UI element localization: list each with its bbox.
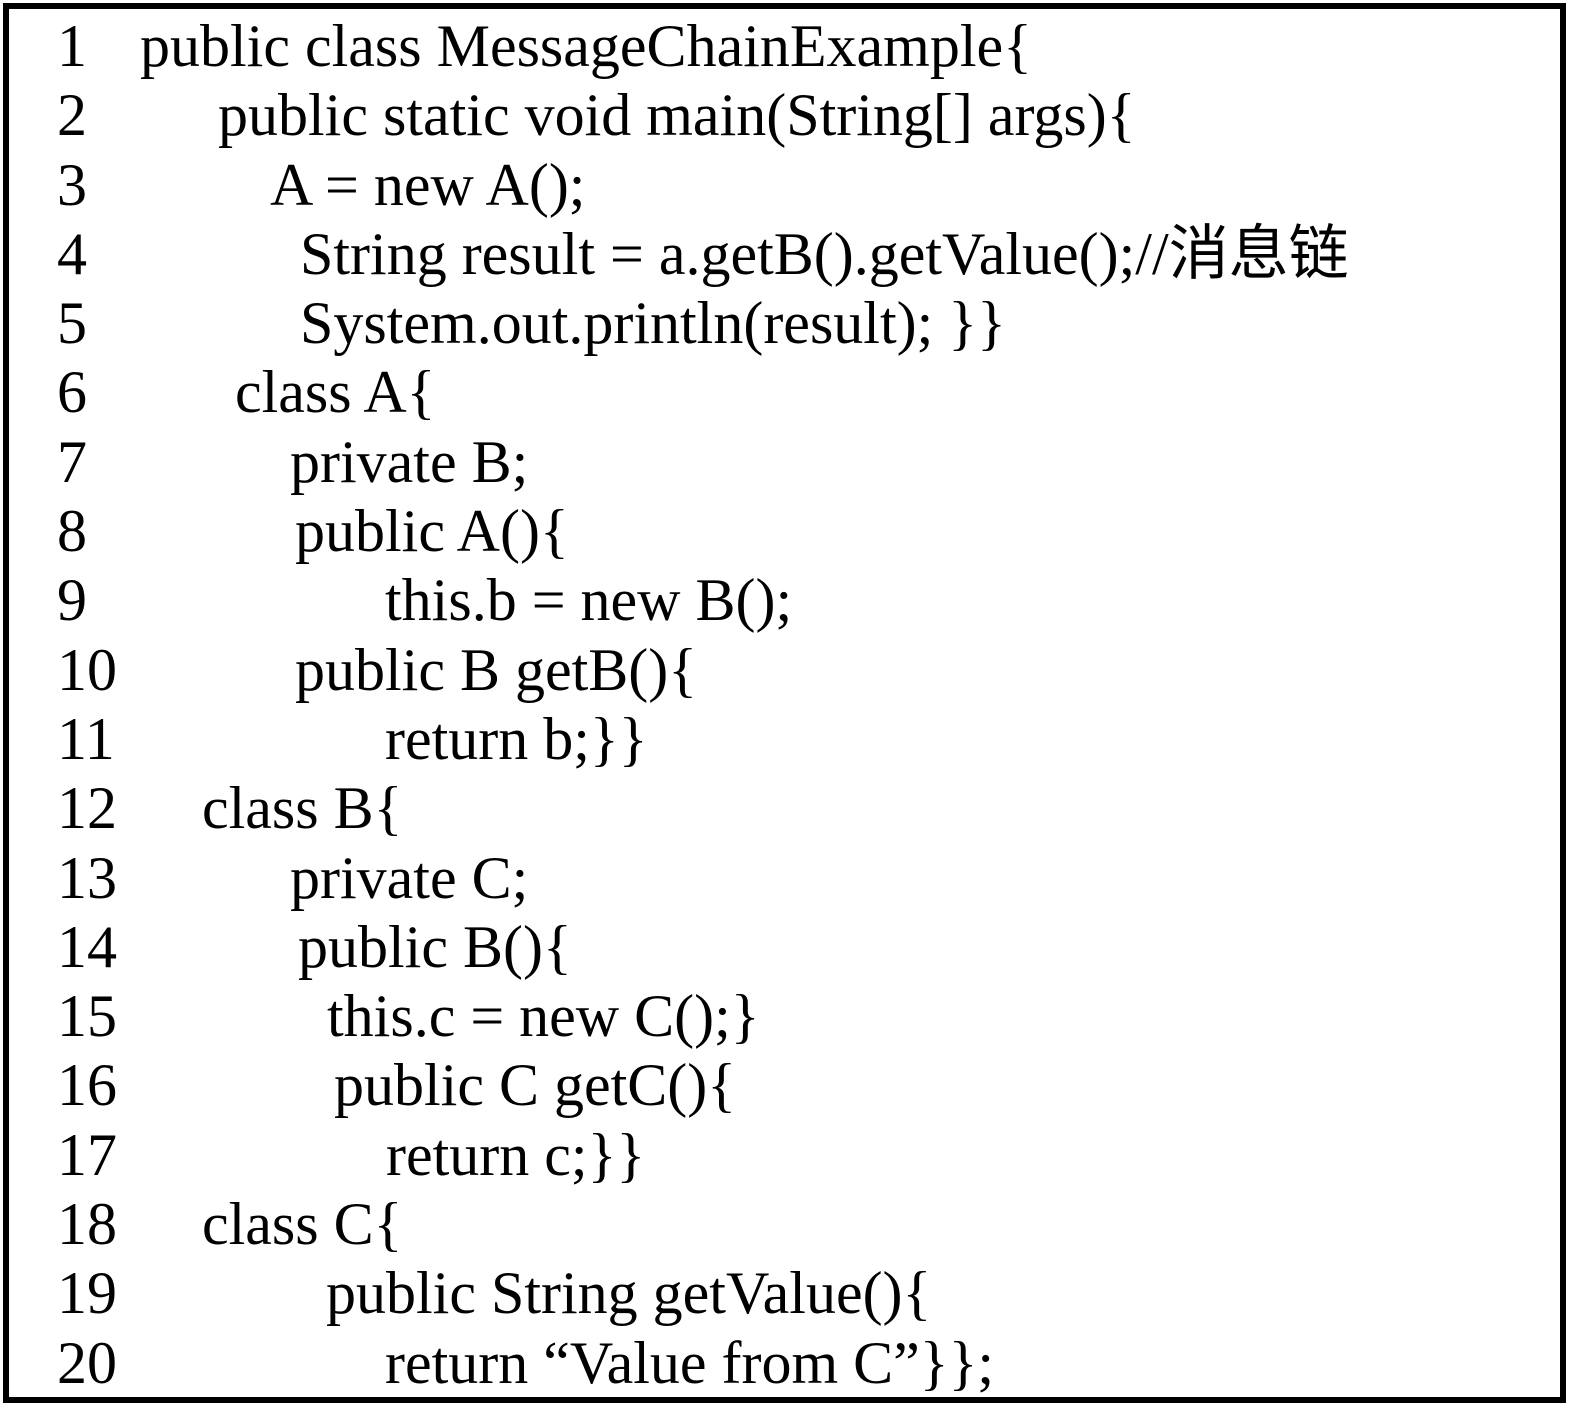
line-number: 13	[57, 844, 117, 911]
line-number: 12	[57, 775, 117, 842]
line-number: 17	[57, 1121, 117, 1188]
line-number: 14	[57, 913, 117, 980]
line-number: 8	[57, 498, 87, 565]
line-text: public A(){	[295, 498, 569, 565]
line-text: class C{	[202, 1191, 403, 1258]
code-line: 4 String result = a.getB().getValue();//消…	[9, 220, 1560, 289]
line-number: 9	[57, 567, 87, 634]
line-text: public C getC(){	[334, 1052, 737, 1119]
code-listing: 1 public class MessageChainExample{ 2 publi…	[9, 12, 1560, 1397]
line-text: class A{	[235, 359, 436, 426]
line-number: 16	[57, 1052, 117, 1119]
line-text: this.b = new B();	[385, 567, 793, 634]
line-number: 19	[57, 1260, 117, 1327]
code-line: 3 A = new A();	[9, 151, 1560, 220]
code-line: 16 public C getC(){	[9, 1051, 1560, 1120]
line-number: 2	[57, 82, 87, 149]
code-line: 2 public static void main(String[] args){	[9, 81, 1560, 150]
code-line: 9 this.b = new B();	[9, 566, 1560, 635]
line-text: public B(){	[298, 913, 572, 980]
code-line: 8 public A(){	[9, 497, 1560, 566]
line-number: 18	[57, 1191, 117, 1258]
line-number: 3	[57, 151, 87, 218]
line-text: public String getValue(){	[326, 1260, 932, 1327]
code-line: 6 class A{	[9, 358, 1560, 427]
line-text: return b;}}	[385, 705, 648, 772]
code-line: 11 return b;}}	[9, 705, 1560, 774]
line-text: class B{	[202, 775, 403, 842]
code-frame: 1 public class MessageChainExample{ 2 publi…	[3, 3, 1566, 1403]
line-text: A = new A();	[270, 151, 586, 218]
line-text: System.out.println(result); }}	[300, 290, 1006, 357]
line-number: 15	[57, 983, 117, 1050]
line-text: return c;}}	[386, 1121, 646, 1188]
line-number: 6	[57, 359, 87, 426]
code-line: 17 return c;}}	[9, 1121, 1560, 1190]
code-line: 18 class C{	[9, 1190, 1560, 1259]
line-number: 1	[57, 13, 87, 79]
line-number: 11	[57, 705, 115, 772]
code-line: 10 public B getB(){	[9, 636, 1560, 705]
line-text: private B;	[290, 428, 529, 495]
code-line: 7 private B;	[9, 428, 1560, 497]
line-text: String result = a.getB().getValue();//消息…	[300, 220, 1349, 287]
line-number: 4	[57, 220, 87, 287]
code-line: 15 this.c = new C();}	[9, 982, 1560, 1051]
line-text: public B getB(){	[295, 636, 698, 703]
code-line: 14 public B(){	[9, 913, 1560, 982]
code-line: 19 public String getValue(){	[9, 1259, 1560, 1328]
line-text: public class MessageChainExample{	[140, 13, 1032, 79]
line-text: this.c = new C();}	[327, 983, 760, 1050]
line-number: 20	[57, 1329, 117, 1396]
line-number: 7	[57, 428, 87, 495]
code-line: 13 private C;	[9, 844, 1560, 913]
code-line: 20 return “Value from C”}};	[9, 1329, 1560, 1398]
code-line: 12 class B{	[9, 774, 1560, 843]
line-number: 5	[57, 290, 87, 357]
code-line: 1 public class MessageChainExample{	[9, 12, 1560, 81]
line-text: return “Value from C”}};	[385, 1329, 995, 1396]
code-line: 5 System.out.println(result); }}	[9, 289, 1560, 358]
line-number: 10	[57, 636, 117, 703]
line-text: public static void main(String[] args){	[218, 82, 1136, 149]
line-text: private C;	[290, 844, 529, 911]
